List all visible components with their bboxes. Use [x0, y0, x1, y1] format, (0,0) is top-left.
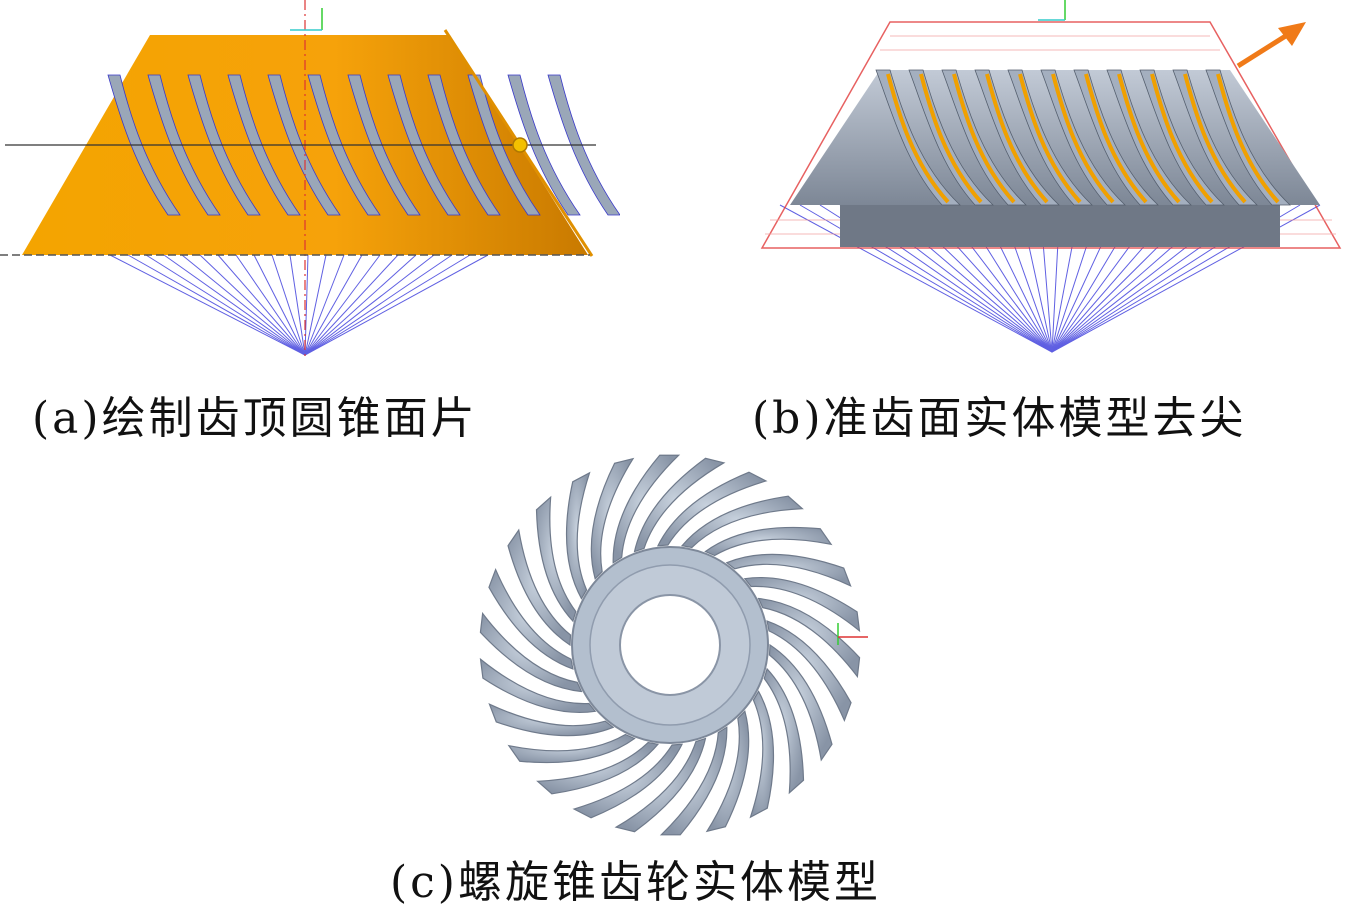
wire-line [304, 254, 399, 356]
tooth-edge-highlight [886, 73, 950, 204]
wire-line [109, 254, 306, 356]
wire-line [127, 254, 306, 356]
panel-a-cone-surface [0, 0, 620, 370]
tooth-edge-highlight [952, 73, 1016, 204]
gear-tooth [507, 528, 572, 647]
gear-tooth [572, 743, 684, 819]
wire-line [235, 254, 306, 356]
tooth-flank [307, 74, 381, 216]
wire-line [289, 254, 306, 356]
tooth-edge-highlight [919, 73, 983, 204]
gear-tooth [763, 667, 805, 795]
wire-line [304, 254, 471, 356]
tooth-flank [427, 74, 501, 216]
gear-tooth [656, 471, 768, 547]
apex-wire-lines [109, 254, 489, 356]
tooth-flank [347, 74, 421, 216]
tooth-flank [227, 74, 301, 216]
tooth-edge-highlight [1216, 73, 1280, 204]
tooth-edge-highlight [1018, 73, 1082, 204]
tooth-ring-base [840, 205, 1280, 247]
wire-line [304, 254, 309, 356]
tooth-edge-highlight [1117, 73, 1181, 204]
gear-tooth [768, 643, 833, 762]
tooth-flank [507, 74, 581, 216]
wire-line [253, 254, 306, 356]
caption-b: (b)准齿面实体模型去尖 [752, 393, 1247, 444]
gear-tooth [766, 620, 852, 723]
gear-tooth [749, 690, 775, 819]
handle-point [512, 137, 528, 153]
wire-line [304, 254, 489, 356]
cone-surface-drawing [0, 0, 620, 360]
tooth-edge-highlight [1183, 73, 1247, 204]
panel-c-spiral-bevel-gear [440, 445, 910, 845]
tooth-edge-highlight [985, 73, 1049, 204]
gear-tooth [614, 737, 707, 833]
panel-b-trimmed-tooth-model [740, 0, 1354, 370]
gear-teeth [479, 454, 861, 836]
tooth-flank [187, 74, 261, 216]
gear-tooth [536, 741, 660, 795]
wire-line [304, 254, 381, 356]
tooth-edge-highlight [1084, 73, 1148, 204]
wire-line [304, 254, 453, 356]
gear-tooth [507, 733, 636, 764]
gear-tooth [659, 726, 728, 836]
gear-tooth [479, 657, 597, 714]
tooth-flanks [875, 69, 1291, 206]
tooth-flank [467, 74, 541, 216]
tooth-flank [147, 74, 221, 216]
wire-line [304, 254, 417, 356]
tooth-flank [387, 74, 461, 216]
tooth-edge-highlight [1051, 73, 1115, 204]
spiral-bevel-gear-drawing [479, 454, 868, 836]
wire-line [145, 254, 306, 356]
tooth-flanks [107, 74, 620, 216]
gear-tooth [704, 526, 833, 557]
tooth-flank [107, 74, 181, 216]
tooth-edge-highlight [1150, 73, 1214, 204]
gear-tooth [488, 567, 574, 670]
wire-line [181, 254, 306, 356]
wire-line [163, 254, 306, 356]
wire-line [217, 254, 306, 356]
gear-tooth [565, 471, 591, 600]
gear-tooth [757, 597, 861, 679]
wire-line [199, 254, 306, 356]
tooth-model-drawing [760, 0, 1342, 353]
wire-line [304, 254, 435, 356]
gear-tooth [633, 457, 726, 553]
gear-bore [619, 594, 721, 696]
wire-line [271, 254, 306, 356]
gear-tooth [479, 611, 583, 693]
gear-tooth [743, 576, 861, 633]
gear-tooth [590, 457, 635, 580]
wire-line [304, 254, 327, 356]
gear-tooth [705, 710, 750, 833]
caption-c: (c)螺旋锥齿轮实体模型 [390, 857, 881, 908]
wire-line [304, 254, 363, 356]
gear-tooth [488, 702, 615, 737]
direction-arrow-icon [1236, 22, 1306, 69]
tooth-flank [547, 74, 620, 216]
caption-a: (a)绘制齿顶圆锥面片 [32, 393, 478, 444]
gear-tooth [535, 495, 577, 623]
gear-tooth [612, 454, 681, 564]
gear-tooth [680, 495, 804, 549]
gear-tooth [725, 553, 852, 588]
wire-line [779, 204, 1053, 353]
wire-line [304, 254, 345, 356]
tooth-flank [267, 74, 341, 216]
